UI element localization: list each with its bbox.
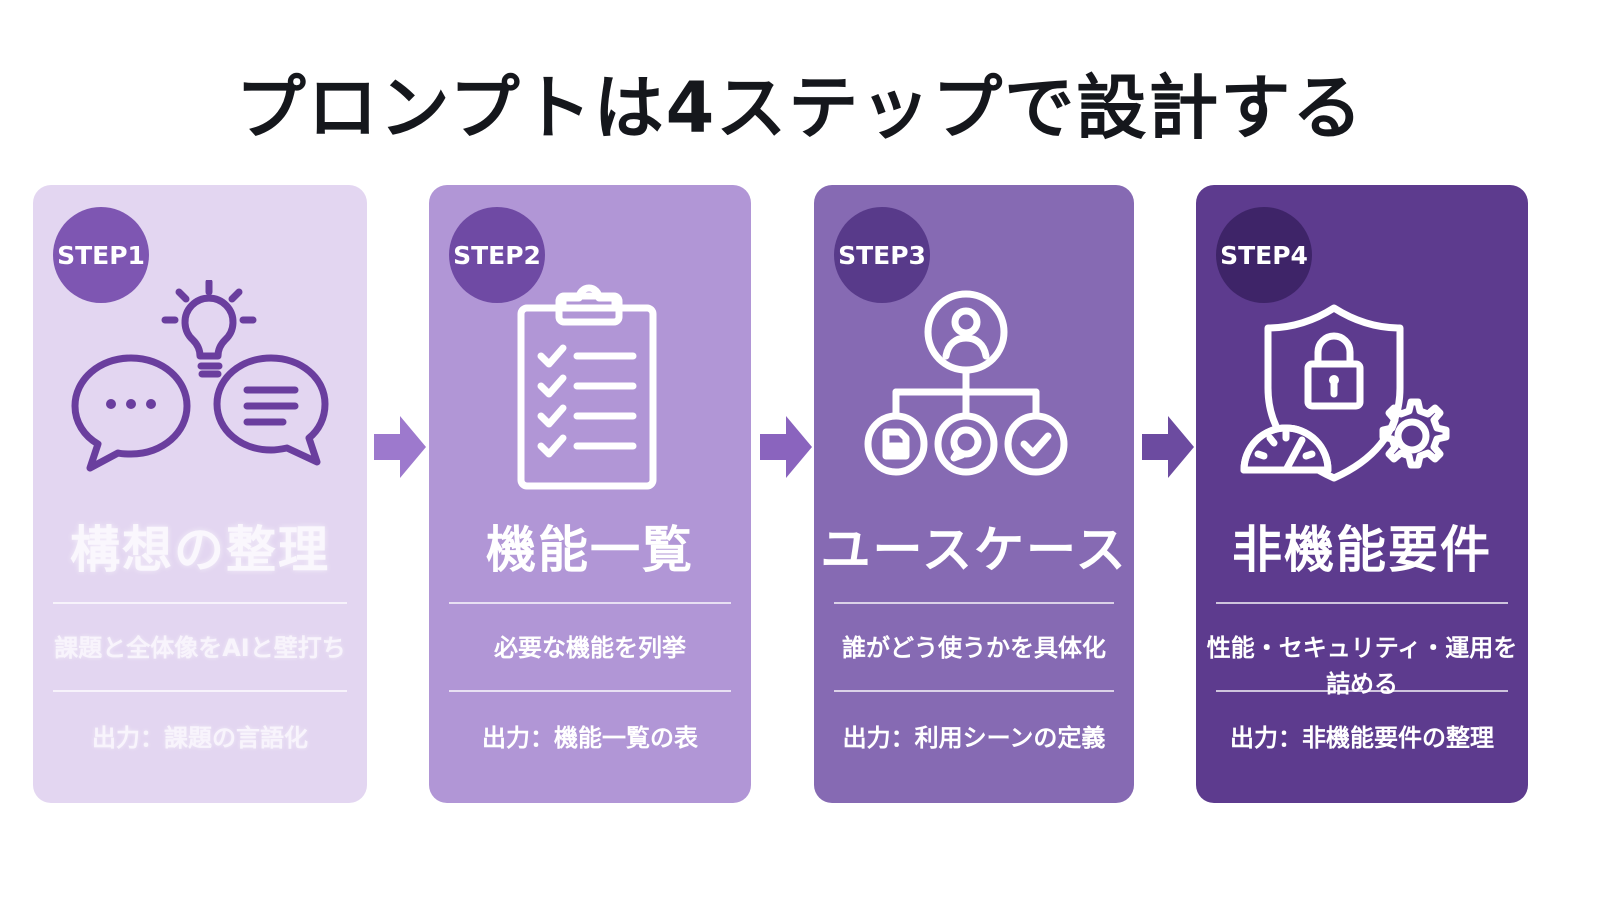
arrow-right-icon [1138, 412, 1198, 482]
divider [449, 690, 731, 692]
step-card-4: STEP4 [1196, 185, 1528, 803]
step-title: 機能一覧 [486, 521, 694, 579]
step-title: ユースケース [820, 521, 1128, 579]
step-output: 出力：課題の言語化 [92, 724, 308, 752]
arrow-right-icon [756, 412, 816, 482]
step-output: 出力：非機能要件の整理 [1230, 724, 1494, 752]
divider [449, 602, 731, 604]
step-output: 出力：利用シーンの定義 [842, 724, 1106, 752]
divider [834, 690, 1114, 692]
page-title: プロンプトは4ステップで設計する [235, 67, 1365, 149]
step-badge: STEP1 [53, 207, 149, 303]
divider [834, 602, 1114, 604]
step-badge: STEP3 [834, 207, 930, 303]
divider [53, 690, 347, 692]
step-description: 誰がどう使うかを具体化 [842, 634, 1106, 662]
step-title: 非機能要件 [1232, 521, 1492, 579]
divider [53, 602, 347, 604]
step-description: 性能・セキュリティ・運用を詰める [1206, 634, 1518, 698]
step-badge: STEP2 [449, 207, 545, 303]
step-description: 必要な機能を列挙 [494, 634, 686, 662]
step-card-3: STEP3 ユースケース [814, 185, 1134, 803]
clipboard-checklist-icon [429, 280, 751, 580]
step-card-1: STEP1 [33, 185, 367, 803]
step-title: 構想の整理 [70, 521, 330, 579]
divider [1216, 602, 1508, 604]
shield-lock-gauge-gear-icon [1196, 280, 1528, 580]
step-card-2: STEP2 機能一覧 必要な機能を列挙 出力：機能一覧の表 [429, 185, 751, 803]
step-badge: STEP4 [1216, 207, 1312, 303]
step-output: 出力：機能一覧の表 [482, 724, 698, 752]
arrow-right-icon [370, 412, 430, 482]
speech-bubbles-lightbulb-icon [33, 280, 367, 580]
user-flow-icon [814, 280, 1134, 580]
step-description: 課題と全体像をAIと壁打ち [54, 634, 346, 662]
divider [1216, 690, 1508, 692]
